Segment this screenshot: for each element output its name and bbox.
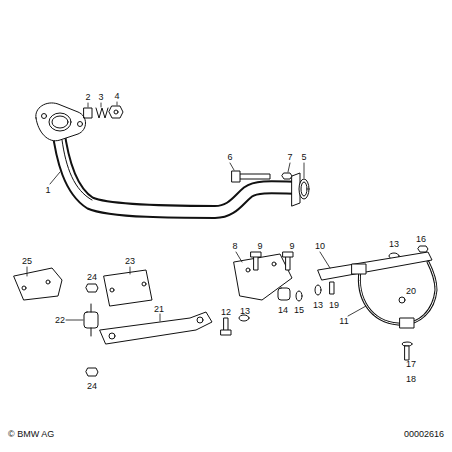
front-pipe (58, 128, 300, 212)
nut (418, 246, 428, 252)
callout-number: 24 (87, 273, 97, 282)
callout-number: 3 (98, 93, 103, 102)
rear-flange (232, 171, 309, 206)
callout-number: 7 (287, 153, 292, 162)
bracket-plate (234, 254, 292, 300)
clip (399, 297, 405, 303)
bracket-plate (14, 268, 62, 300)
callout-number: 18 (406, 375, 416, 384)
leader-lines (27, 102, 394, 321)
footer-text: © BMW AG (8, 430, 54, 439)
stud-spring-nut (84, 106, 123, 118)
washer (296, 291, 302, 301)
callout-number: 13 (389, 240, 399, 249)
hole (22, 286, 26, 290)
callout-number: 24 (87, 382, 97, 391)
footer-text: 00002616 (404, 430, 444, 439)
rubber-mount (84, 304, 98, 336)
pipe-flange (36, 103, 86, 141)
callout-number: 10 (315, 242, 325, 251)
washer (402, 342, 412, 346)
hole (46, 280, 50, 284)
washer (315, 285, 321, 295)
callout-number: 23 (125, 257, 135, 266)
callout-number: 25 (22, 257, 32, 266)
callout-number: 12 (221, 308, 231, 317)
bolt (330, 282, 334, 294)
hanger-bracket (318, 252, 432, 280)
callout-number: 8 (232, 242, 237, 251)
callout-number: 21 (154, 305, 164, 314)
callout-number: 20 (406, 287, 416, 296)
callout-number: 15 (294, 306, 304, 315)
callout-number: 4 (114, 92, 119, 101)
washer (239, 315, 249, 321)
callout-number: 5 (301, 153, 306, 162)
rubber-buffer (278, 288, 290, 300)
callout-number: 13 (313, 301, 323, 310)
callout-number: 2 (85, 93, 90, 102)
callout-number: 1 (45, 186, 50, 195)
callout-number: 6 (227, 153, 232, 162)
callout-number: 14 (278, 306, 288, 315)
callout-number: 16 (416, 235, 426, 244)
callout-number: 22 (55, 316, 65, 325)
callout-number: 17 (406, 360, 416, 369)
callout-number: 11 (339, 317, 348, 326)
callout-number: 19 (329, 301, 339, 310)
bolt (221, 252, 293, 335)
bolt (405, 346, 409, 360)
support-strap (100, 312, 212, 344)
nut (86, 284, 98, 292)
callout-number: 9 (257, 242, 262, 251)
pipe-clamp (352, 262, 436, 328)
callout-number: 9 (289, 242, 294, 251)
nut (86, 368, 98, 376)
callout-number: 13 (240, 307, 250, 316)
bracket (104, 270, 152, 306)
